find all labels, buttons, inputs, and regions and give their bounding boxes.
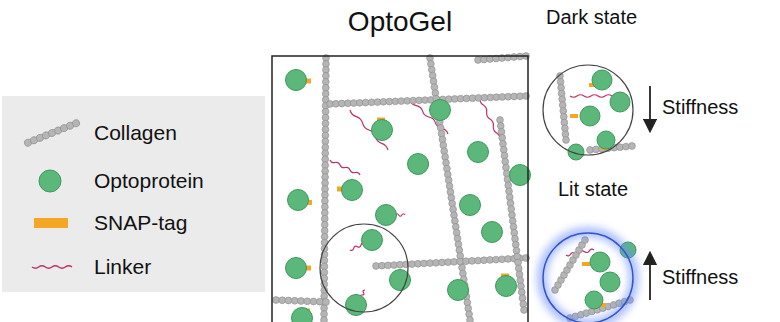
optoprotein	[592, 70, 612, 90]
legend-text: Linker	[94, 255, 151, 279]
collagen-bead	[582, 237, 589, 244]
collagen-bead	[563, 137, 570, 144]
linker	[32, 266, 72, 269]
collagen-bead	[521, 307, 528, 314]
legend-text: Optoprotein	[94, 169, 204, 193]
collagen-bead	[285, 297, 292, 304]
optoprotein	[585, 291, 603, 309]
light-glow	[542, 232, 634, 322]
optoprotein	[288, 190, 309, 211]
optoprotein	[600, 272, 620, 292]
optoprotein	[580, 106, 600, 126]
stiffness-label: Stiffness	[662, 96, 738, 119]
linker	[330, 160, 360, 175]
collagen-bead	[279, 297, 286, 304]
zoom-circle	[320, 224, 408, 312]
dark-circle	[543, 65, 633, 155]
tag-swatch	[20, 208, 84, 238]
state-heading: Lit state	[558, 178, 668, 201]
panel-title: OptoGel	[272, 6, 528, 38]
legend-row: Optoprotein	[2, 166, 265, 196]
optoprotein	[460, 195, 481, 216]
optoprotein	[468, 142, 489, 163]
snap-tag	[570, 114, 578, 118]
down-arrow	[649, 86, 651, 126]
legend-row: SNAP-tag	[2, 208, 265, 238]
linker	[570, 95, 612, 98]
panel-border	[272, 56, 528, 322]
optoprotein	[597, 131, 615, 149]
state-inset: Lit state	[558, 178, 668, 201]
optoprotein	[376, 205, 397, 226]
collagen-bead	[304, 298, 311, 305]
optoprotein	[342, 180, 363, 201]
optoprotein	[610, 92, 630, 112]
swatch-shape	[34, 218, 68, 228]
optoprotein	[292, 308, 313, 322]
lit-circle	[543, 233, 633, 322]
optoprotein	[362, 230, 383, 251]
snap-tag	[582, 262, 590, 266]
collagen-bead	[310, 298, 317, 305]
collagen-bead	[629, 143, 636, 150]
collagen-bead	[71, 119, 80, 128]
optoprotein	[372, 120, 393, 141]
legend-box: CollagenOptoproteinSNAP-tagLinker	[2, 96, 265, 292]
optoprotein	[286, 258, 307, 279]
collagen-bead	[321, 317, 328, 322]
collagen-bead	[467, 317, 474, 322]
optoprotein	[496, 276, 517, 297]
collagen-bead	[298, 298, 305, 305]
optoprotein	[408, 154, 429, 175]
collagen-bead	[316, 298, 323, 305]
legend-row: Collagen	[2, 118, 265, 148]
collagen-bead	[323, 299, 330, 306]
stiffness-label: Stiffness	[662, 266, 738, 289]
swatch-shape	[39, 170, 61, 192]
optoprotein	[590, 252, 610, 272]
collagen-bead	[291, 297, 298, 304]
legend-row: Linker	[2, 252, 265, 282]
legend-text: SNAP-tag	[94, 211, 187, 235]
state-inset: Dark state	[546, 6, 656, 29]
collagen-bead	[273, 297, 280, 304]
linker-sample	[20, 252, 84, 282]
optoprotein	[482, 222, 503, 243]
state-heading: Dark state	[546, 6, 656, 29]
optoprotein	[430, 100, 451, 121]
up-arrow	[649, 258, 651, 300]
collagen-sample	[20, 118, 84, 148]
protein-swatch	[20, 166, 84, 196]
optoprotein	[286, 70, 307, 91]
legend-text: Collagen	[94, 121, 177, 145]
gel-panel: OptoGel	[272, 6, 528, 38]
optoprotein	[448, 280, 469, 301]
